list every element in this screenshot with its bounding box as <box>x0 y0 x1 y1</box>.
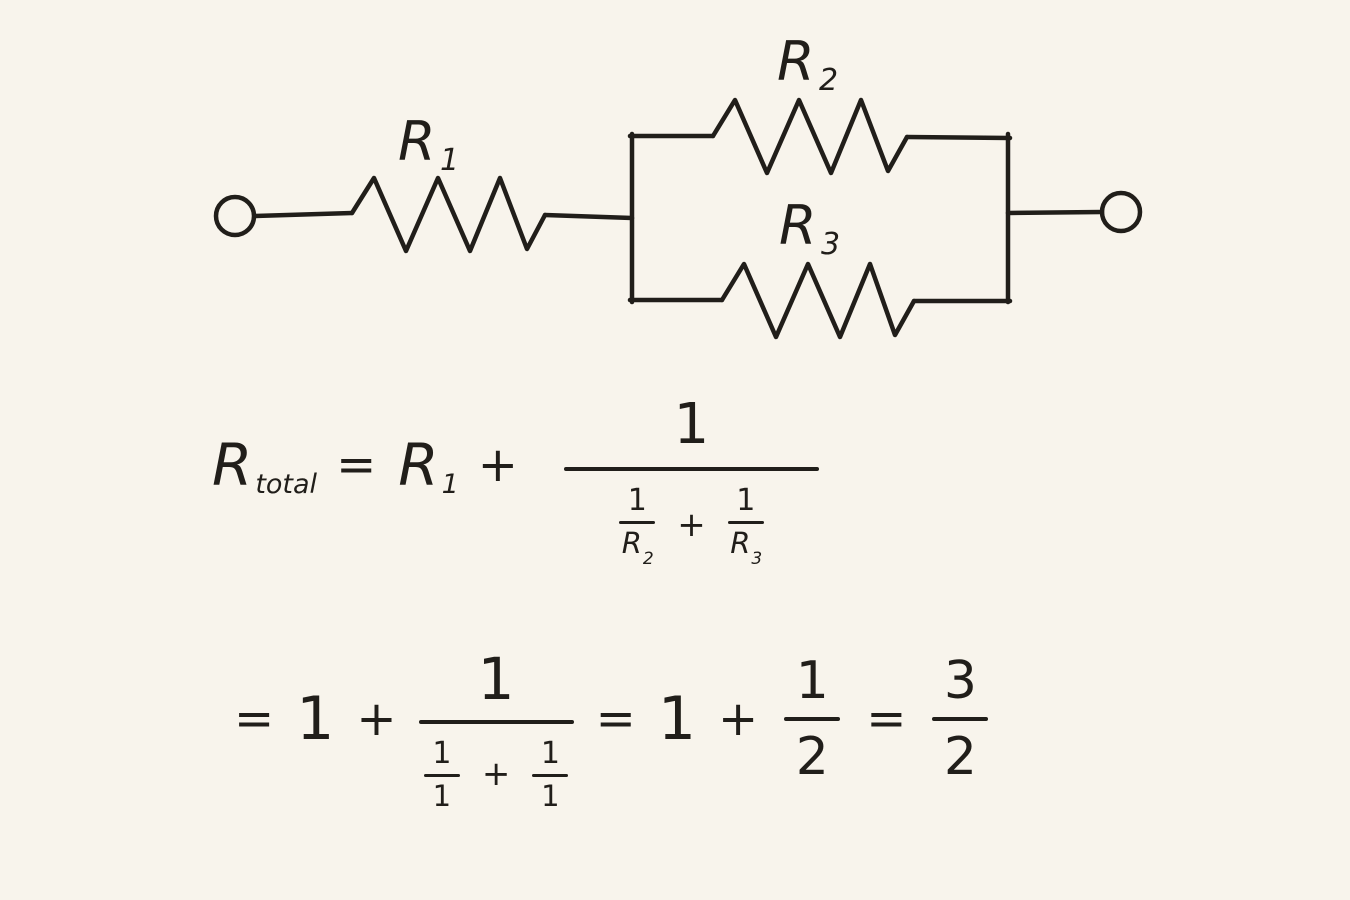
one-over-r3-base: R <box>730 525 751 560</box>
one-over-r2-subscript: 2 <box>642 549 654 570</box>
r2-label-sub: 2 <box>819 63 838 98</box>
r1-term-subscript: 1 <box>441 468 459 500</box>
plus-sign-2: + <box>356 691 397 748</box>
value-one-b: 1 <box>657 684 697 755</box>
one-over-one-b-numerator: 1 <box>540 736 560 771</box>
fraction-one-over-r3: 1 R3 <box>727 483 764 568</box>
one-half-numerator: 1 <box>795 651 829 712</box>
numeric-denominator-plus-sign: + <box>481 754 511 795</box>
one-over-r3-numerator: 1 <box>736 483 756 518</box>
wire-mid <box>542 212 635 221</box>
fraction-numeric-denominator: 1 1 + 1 1 <box>423 724 569 813</box>
fraction-one-over-r2: 1 R2 <box>619 483 656 568</box>
one-over-r2-base: R <box>621 525 642 560</box>
one-over-one-a-denominator: 1 <box>432 778 452 813</box>
denominator-plus-sign: + <box>677 504 706 545</box>
circuit-diagram: R 1 R 2 R 3 <box>213 30 1143 340</box>
plus-sign-3: + <box>718 691 759 748</box>
resistor-r1 <box>349 175 548 254</box>
three-halves-bar <box>932 717 989 722</box>
fraction-numeric-bar <box>418 720 574 724</box>
r2-label: R <box>777 30 815 93</box>
one-over-r2-denominator: R2 <box>621 525 654 568</box>
fraction-numeric-numerator: 1 <box>477 645 515 713</box>
rtotal-subscript: total <box>255 468 318 500</box>
r1-label: R <box>398 110 436 173</box>
wire-right <box>1005 209 1105 216</box>
one-over-one-a-bar <box>423 773 460 777</box>
fraction-one-over-one-a: 1 1 <box>423 736 460 813</box>
equals-sign-1: = <box>336 436 377 493</box>
value-one-a: 1 <box>296 684 335 755</box>
terminal-left <box>213 194 257 238</box>
r1-term-base: R <box>398 430 439 499</box>
fraction-parallel-denominator: 1 R2 + 1 R3 <box>619 471 764 568</box>
one-over-r3-denominator: R3 <box>730 525 762 568</box>
terminal-right <box>1099 190 1143 234</box>
one-over-one-b-bar <box>532 773 569 777</box>
one-over-r3-subscript: 3 <box>751 549 763 570</box>
equation-numeric: = 1 + 1 1 1 + 1 1 = 1 + <box>212 628 992 811</box>
fraction-three-halves: 3 2 <box>932 651 989 788</box>
fraction-one-half: 1 2 <box>784 651 841 788</box>
branch-top-wire-right <box>904 134 1013 141</box>
r3-label: R <box>779 194 817 257</box>
one-over-r2-numerator: 1 <box>627 483 647 518</box>
fraction-parallel-numerator: 1 <box>673 392 710 457</box>
one-over-one-b-denominator: 1 <box>541 778 560 813</box>
fraction-parallel-bar <box>564 467 819 471</box>
three-halves-denominator: 2 <box>943 727 978 788</box>
three-halves-numerator: 3 <box>943 651 978 712</box>
equals-sign-3: = <box>595 691 636 748</box>
one-half-bar <box>784 717 841 722</box>
r3-label-sub: 3 <box>821 227 840 262</box>
one-over-r3-bar <box>727 520 764 524</box>
r1-label-sub: 1 <box>440 143 459 178</box>
fraction-numeric: 1 1 1 + 1 1 <box>418 645 574 813</box>
one-over-r2-bar <box>619 520 656 524</box>
wire-left <box>252 210 355 219</box>
fraction-one-over-one-b: 1 1 <box>532 736 569 813</box>
plus-sign-1: + <box>477 436 518 493</box>
one-over-one-a-numerator: 1 <box>432 736 452 771</box>
rtotal-base: R <box>212 430 253 499</box>
equals-sign-2: = <box>234 691 275 748</box>
one-half-denominator: 2 <box>795 727 829 788</box>
resistor-r2 <box>710 97 910 176</box>
resistor-r3 <box>719 261 917 340</box>
fraction-parallel: 1 1 R2 + 1 R3 <box>564 392 819 568</box>
circuit-labels: R 1 R 2 R 3 <box>398 30 840 262</box>
equals-sign-4: = <box>866 691 907 748</box>
